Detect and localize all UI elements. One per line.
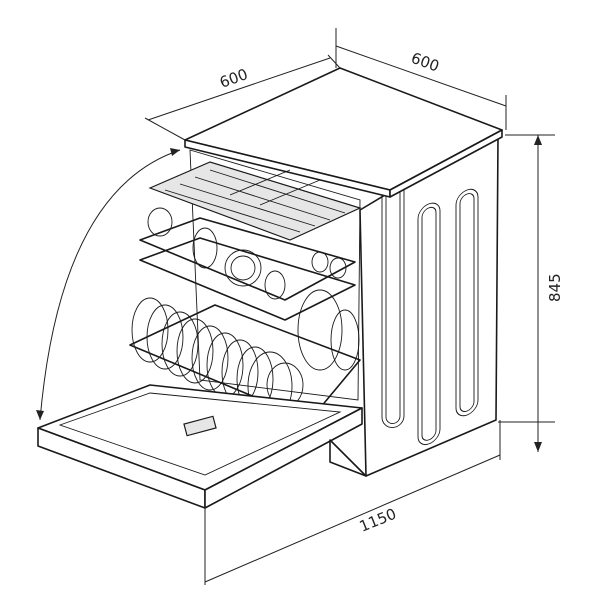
door-swing-arc bbox=[36, 148, 181, 421]
open-depth-label: 1150 bbox=[357, 505, 399, 536]
height-label: 845 bbox=[546, 273, 564, 302]
depth-label: 600 bbox=[409, 49, 442, 76]
dishwasher-body bbox=[37, 67, 503, 509]
width-label: 600 bbox=[217, 65, 250, 92]
dimension-lines bbox=[144, 28, 555, 585]
